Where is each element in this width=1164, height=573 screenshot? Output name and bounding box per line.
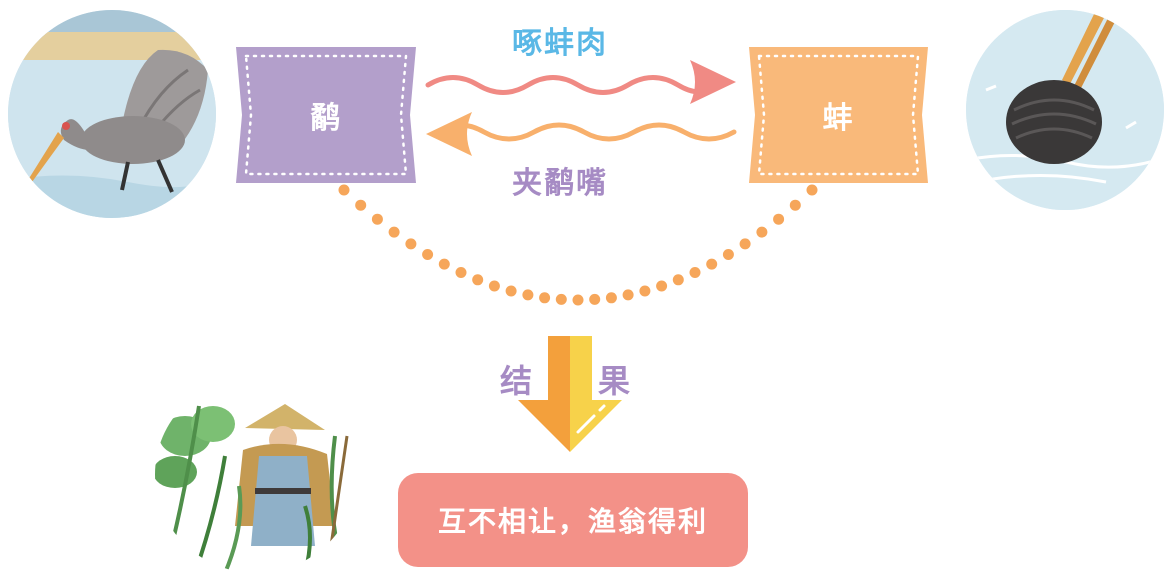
arc-dot bbox=[405, 238, 417, 250]
clam-node-label: 蚌 bbox=[822, 101, 855, 136]
clam-illustration bbox=[966, 10, 1164, 210]
arc-dot bbox=[605, 292, 617, 304]
clamp-arrow-label: 夹鹬嘴 bbox=[512, 166, 608, 201]
arc-dot bbox=[689, 267, 701, 278]
fisherman-illustration bbox=[155, 376, 357, 573]
clam-node: 蚌 bbox=[749, 47, 928, 183]
result-box: 互不相让，渔翁得利 bbox=[398, 473, 748, 567]
outcome-label-left: 结 bbox=[500, 362, 535, 400]
clam-box-shape bbox=[749, 47, 928, 183]
arc-dot bbox=[472, 274, 484, 286]
arc-dot bbox=[522, 289, 534, 301]
arc-dot bbox=[672, 274, 684, 286]
arc-dot bbox=[438, 258, 450, 270]
arc-dot bbox=[639, 285, 651, 297]
arc-dot bbox=[706, 258, 718, 270]
arc-dot bbox=[455, 267, 467, 278]
clamp-arrow-head bbox=[426, 112, 472, 156]
arc-dot bbox=[789, 199, 801, 211]
result-label: 互不相让，渔翁得利 bbox=[437, 505, 708, 538]
arc-dot bbox=[422, 249, 434, 260]
arc-dot bbox=[488, 280, 500, 292]
outcome-label-right: 果 bbox=[598, 362, 633, 400]
arc-dot bbox=[338, 184, 350, 196]
arc-dot bbox=[355, 199, 367, 211]
arc-dot bbox=[371, 213, 383, 225]
arc-dot bbox=[656, 280, 668, 292]
snipe-illustration bbox=[8, 10, 216, 218]
arc-dot bbox=[572, 294, 584, 306]
arc-dot bbox=[539, 292, 551, 304]
dotted-arc bbox=[338, 184, 818, 306]
snipe-node: 鹬 bbox=[236, 47, 416, 183]
arc-dot bbox=[622, 289, 634, 301]
arc-dot bbox=[505, 285, 517, 297]
peck-arrow-head bbox=[690, 60, 736, 104]
clamp-arrow-line bbox=[445, 122, 737, 142]
arc-dot bbox=[739, 238, 751, 250]
arc-dot bbox=[555, 293, 567, 305]
arc-dot bbox=[388, 226, 400, 238]
arc-dot bbox=[589, 293, 601, 305]
arc-dot bbox=[806, 184, 818, 196]
arc-dot bbox=[773, 213, 785, 225]
snipe-node-label: 鹬 bbox=[310, 101, 342, 136]
arc-dot bbox=[722, 249, 734, 260]
peck-arrow-line bbox=[425, 75, 719, 95]
snipe-box-shape bbox=[236, 47, 416, 183]
peck-arrow-label: 啄蚌肉 bbox=[512, 26, 608, 61]
arc-dot bbox=[756, 226, 768, 238]
